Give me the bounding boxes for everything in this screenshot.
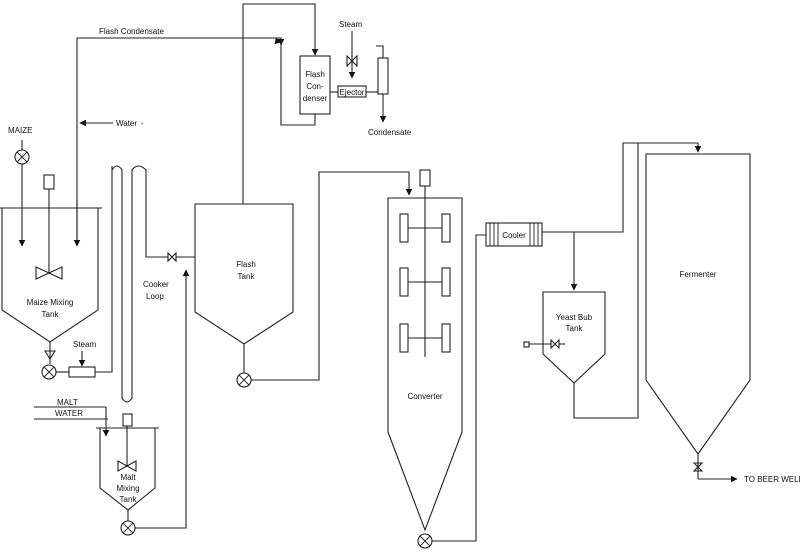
flash-condenser: Flash Con- denser Ejector Steam Condensa…: [280, 20, 412, 137]
flash-tank: Flash Tank: [194, 3, 413, 388]
water-label: Water: [116, 119, 137, 128]
yeast-tank-label-2: Tank: [566, 324, 584, 333]
flash-condensate-pipe: [76, 37, 281, 246]
maize-outlet-valve-icon: [44, 350, 56, 361]
flash-condenser-vessel: [299, 55, 331, 115]
water-malt-label: WATER: [55, 409, 83, 418]
maize-feed: MAIZE: [8, 126, 32, 247]
cooker-loop-label-2: Loop: [146, 292, 164, 301]
flash-condensate-label: Flash Condensate: [99, 27, 164, 36]
converter: Converter: [387, 169, 486, 549]
converter-label: Converter: [407, 392, 442, 401]
cooker-loop: Cooker Loop: [111, 165, 195, 403]
maize-label: MAIZE: [8, 126, 32, 135]
malt-agitator-impeller-icon: [117, 460, 137, 472]
converter-paddles-icon: [399, 213, 451, 353]
cooker-loop-label-1: Cooker: [143, 280, 169, 289]
steam-top-label: Steam: [339, 20, 362, 29]
maize-agitator-motor: [43, 174, 55, 190]
to-beer-well-label: TO BEER WELL: [744, 475, 800, 484]
converter-to-cooler-line: [432, 234, 486, 542]
water-line: Water -: [79, 119, 144, 128]
maize-agitator-impeller-icon: [35, 266, 63, 280]
condensate-label: Condensate: [368, 128, 412, 137]
steam-bottom-label: Steam: [73, 340, 96, 349]
malt-mixing-tank: MALT WATER Malt Mixing Tank: [34, 269, 190, 536]
flash-to-converter-line: [251, 171, 413, 381]
yeast-valve-icon: [550, 338, 560, 350]
fermenter: Fermenter TO BEER WELL: [645, 153, 800, 484]
malt-tank-label-3: Tank: [120, 495, 138, 504]
yeast-tank-label-1: Yeast Bub: [556, 313, 593, 322]
maize-mixing-tank: Maize Mixing Tank: [0, 174, 102, 343]
cooler-body: [485, 222, 543, 247]
cooker-loop-pipe: [111, 165, 168, 403]
flash-vapour-line: [242, 3, 319, 204]
fermenter-vessel: [645, 153, 751, 455]
converter-agitator-motor: [419, 169, 431, 187]
cooker-valve-icon: [167, 251, 177, 263]
flash-tank-label-1: Flash: [236, 260, 256, 269]
flash-tank-label-2: Tank: [238, 272, 256, 281]
svg-text:-: -: [141, 119, 144, 128]
converter-vessel: [387, 197, 463, 532]
cooler-label: Cooler: [502, 231, 526, 240]
steam-valve-icon: [346, 54, 358, 68]
malt-tank-label-2: Mixing: [116, 484, 139, 493]
steam-heater: [68, 366, 96, 378]
maize-feeder-cross-icon: [16, 151, 28, 163]
malt-to-flash-line: [135, 269, 190, 529]
flash-condensate-line: Flash Condensate: [73, 27, 285, 247]
malt-tank-label-1: Malt: [120, 473, 136, 482]
maize-pump-group: Steam: [41, 166, 113, 380]
fermenter-label: Fermenter: [680, 270, 717, 279]
condenser-label-1: Flash: [305, 70, 325, 79]
condenser-label-2: Con-: [306, 82, 324, 91]
ejector-label: Ejector: [340, 88, 365, 97]
yeast-tank-vessel: [542, 291, 606, 384]
malt-agitator-motor: [122, 413, 133, 427]
yeast-bub-tank: Yeast Bub Tank: [523, 291, 606, 384]
condenser-label-3: denser: [303, 94, 328, 103]
maize-tank-label-1: Maize Mixing: [27, 298, 74, 307]
fermenter-valve-icon: [692, 462, 704, 472]
cooler: Cooler: [485, 142, 702, 419]
flash-tank-vessel: [194, 203, 294, 345]
condensate-pot: [377, 57, 389, 95]
maize-tank-vessel: [1, 208, 99, 343]
malt-label: MALT: [57, 398, 78, 407]
maize-tank-label-2: Tank: [42, 310, 60, 319]
